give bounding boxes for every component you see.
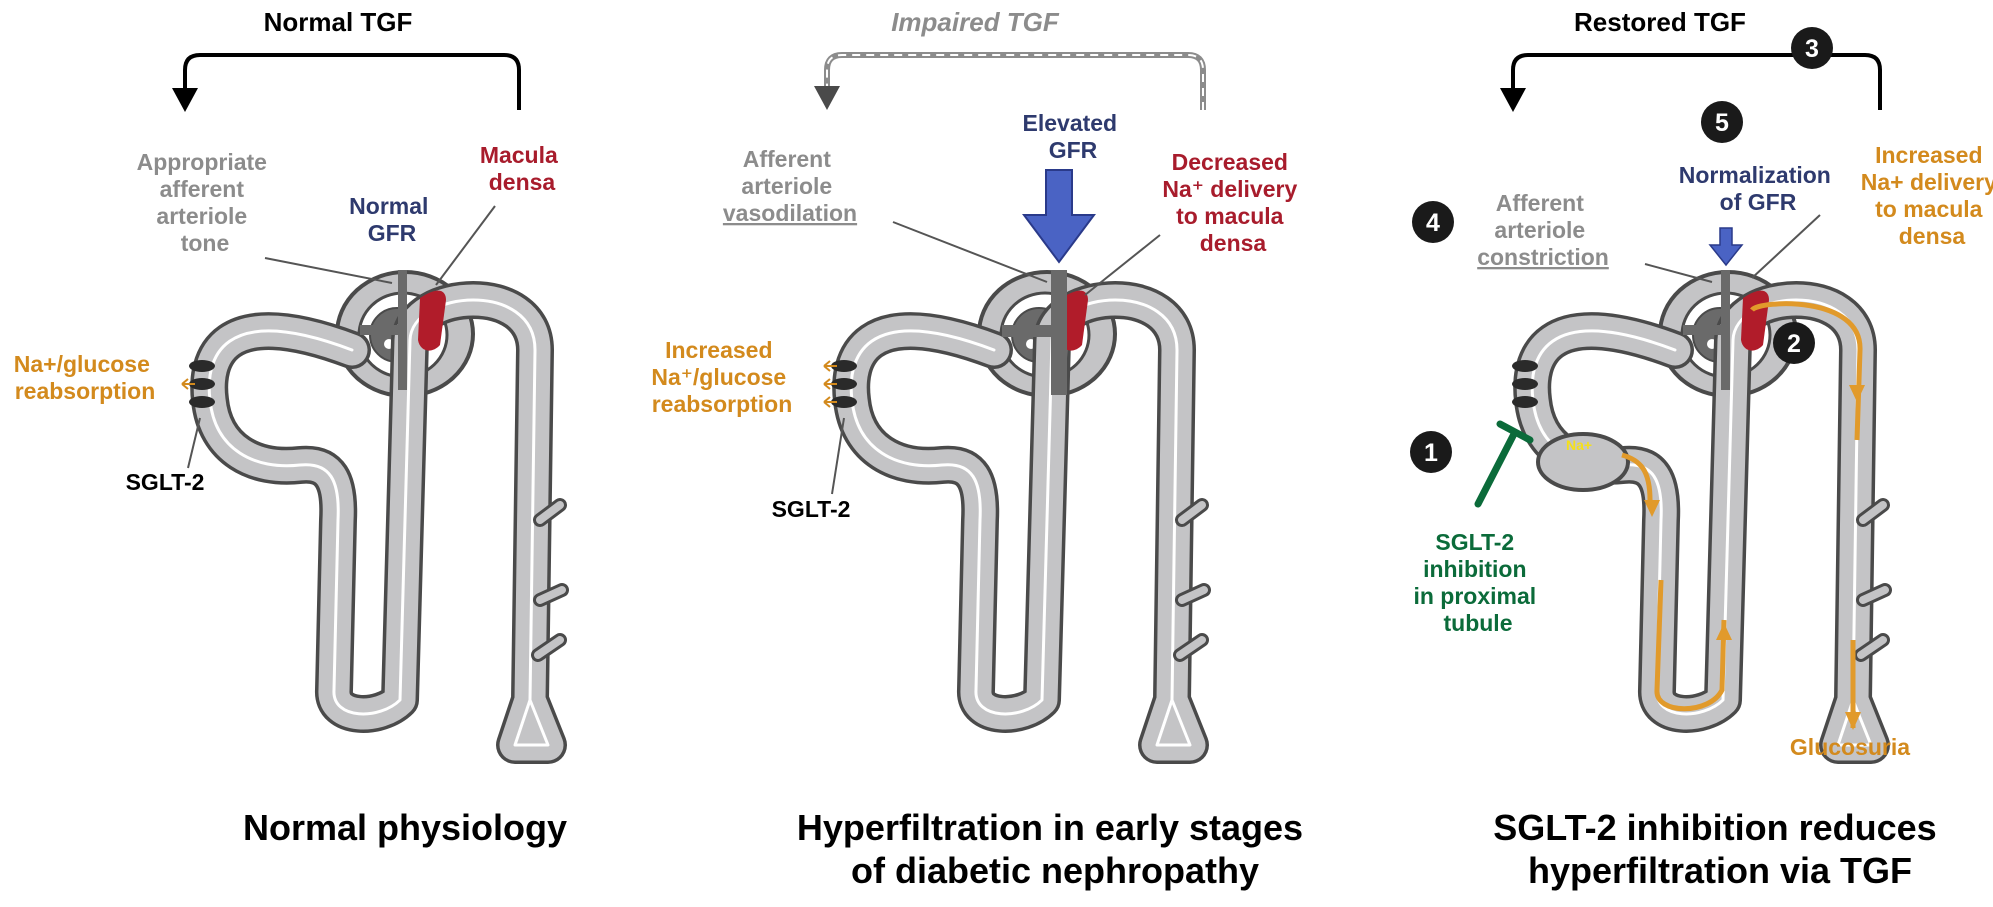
panel-caption: SGLT-2 inhibition reduces hyperfiltratio… [1493, 807, 1946, 891]
marker-5: 5 [1701, 101, 1743, 143]
inhibition-symbol [1474, 420, 1534, 508]
nephron-normal [189, 272, 562, 745]
marker-3: 3 [1791, 27, 1833, 69]
sglt2-label: SGLT-2 [126, 469, 205, 495]
svg-text:2: 2 [1787, 330, 1801, 358]
panel-impaired: Impaired TGF Elevated GFR Afferent arter… [651, 7, 1313, 891]
glucosuria-label: Glucosuria [1790, 734, 1910, 760]
inhibition-label: SGLT-2 inhibition in proximal tubule [1413, 529, 1542, 636]
sodium-flow-path [1750, 301, 1863, 441]
panel-title: Impaired TGF [891, 7, 1060, 37]
sglt2-label: SGLT-2 [772, 496, 851, 522]
afferent-label: Afferent arteriole constriction [1477, 190, 1609, 270]
afferent-label: Appropriate afferent arteriole tone [137, 149, 274, 256]
sodium-label: Na+ [1566, 437, 1592, 453]
macula-label: Increased Na+ delivery to macula densa [1861, 142, 1993, 249]
panel-caption: Normal physiology [243, 807, 567, 848]
svg-text:1: 1 [1424, 439, 1438, 467]
panel-restored: Restored TGF Normalization of GFR Affere… [1410, 7, 1993, 891]
afferent-label: Afferent arteriole vasodilation [723, 146, 857, 226]
reabsorption-label: Increased Na⁺/glucose reabsorption [651, 337, 792, 417]
reabsorption-label: Na+/glucose reabsorption [14, 351, 157, 404]
normalized-gfr-arrow [1708, 227, 1744, 267]
tgf-feedback-arrow [183, 53, 521, 110]
panel-normal: Normal TGF Appropriate afferent arteriol… [14, 7, 567, 848]
marker-2: 2 [1773, 322, 1815, 364]
gfr-label: Elevated GFR [1023, 110, 1124, 163]
macula-label: Macula densa [480, 142, 564, 195]
elevated-gfr-arrow [1022, 169, 1096, 264]
afferent-arteriole [1051, 270, 1067, 395]
panel-caption: Hyperfiltration in early stages of diabe… [797, 807, 1313, 891]
svg-text:5: 5 [1715, 109, 1729, 137]
svg-text:3: 3 [1805, 35, 1819, 63]
macula-label: Decreased Na⁺ delivery to macula densa [1162, 149, 1303, 256]
nephron-restored [1512, 272, 1885, 745]
gfr-label: Normalization of GFR [1679, 162, 1837, 215]
marker-4: 4 [1412, 201, 1454, 243]
panel-title: Restored TGF [1574, 7, 1746, 37]
panel-title: Normal TGF [264, 7, 413, 37]
gfr-label: Normal GFR [349, 193, 435, 246]
marker-1: 1 [1410, 431, 1452, 473]
restored-feedback-arrow [1511, 53, 1882, 110]
svg-text:4: 4 [1426, 209, 1440, 237]
nephron-impaired [831, 272, 1204, 745]
impaired-feedback-arrow [824, 52, 1206, 110]
